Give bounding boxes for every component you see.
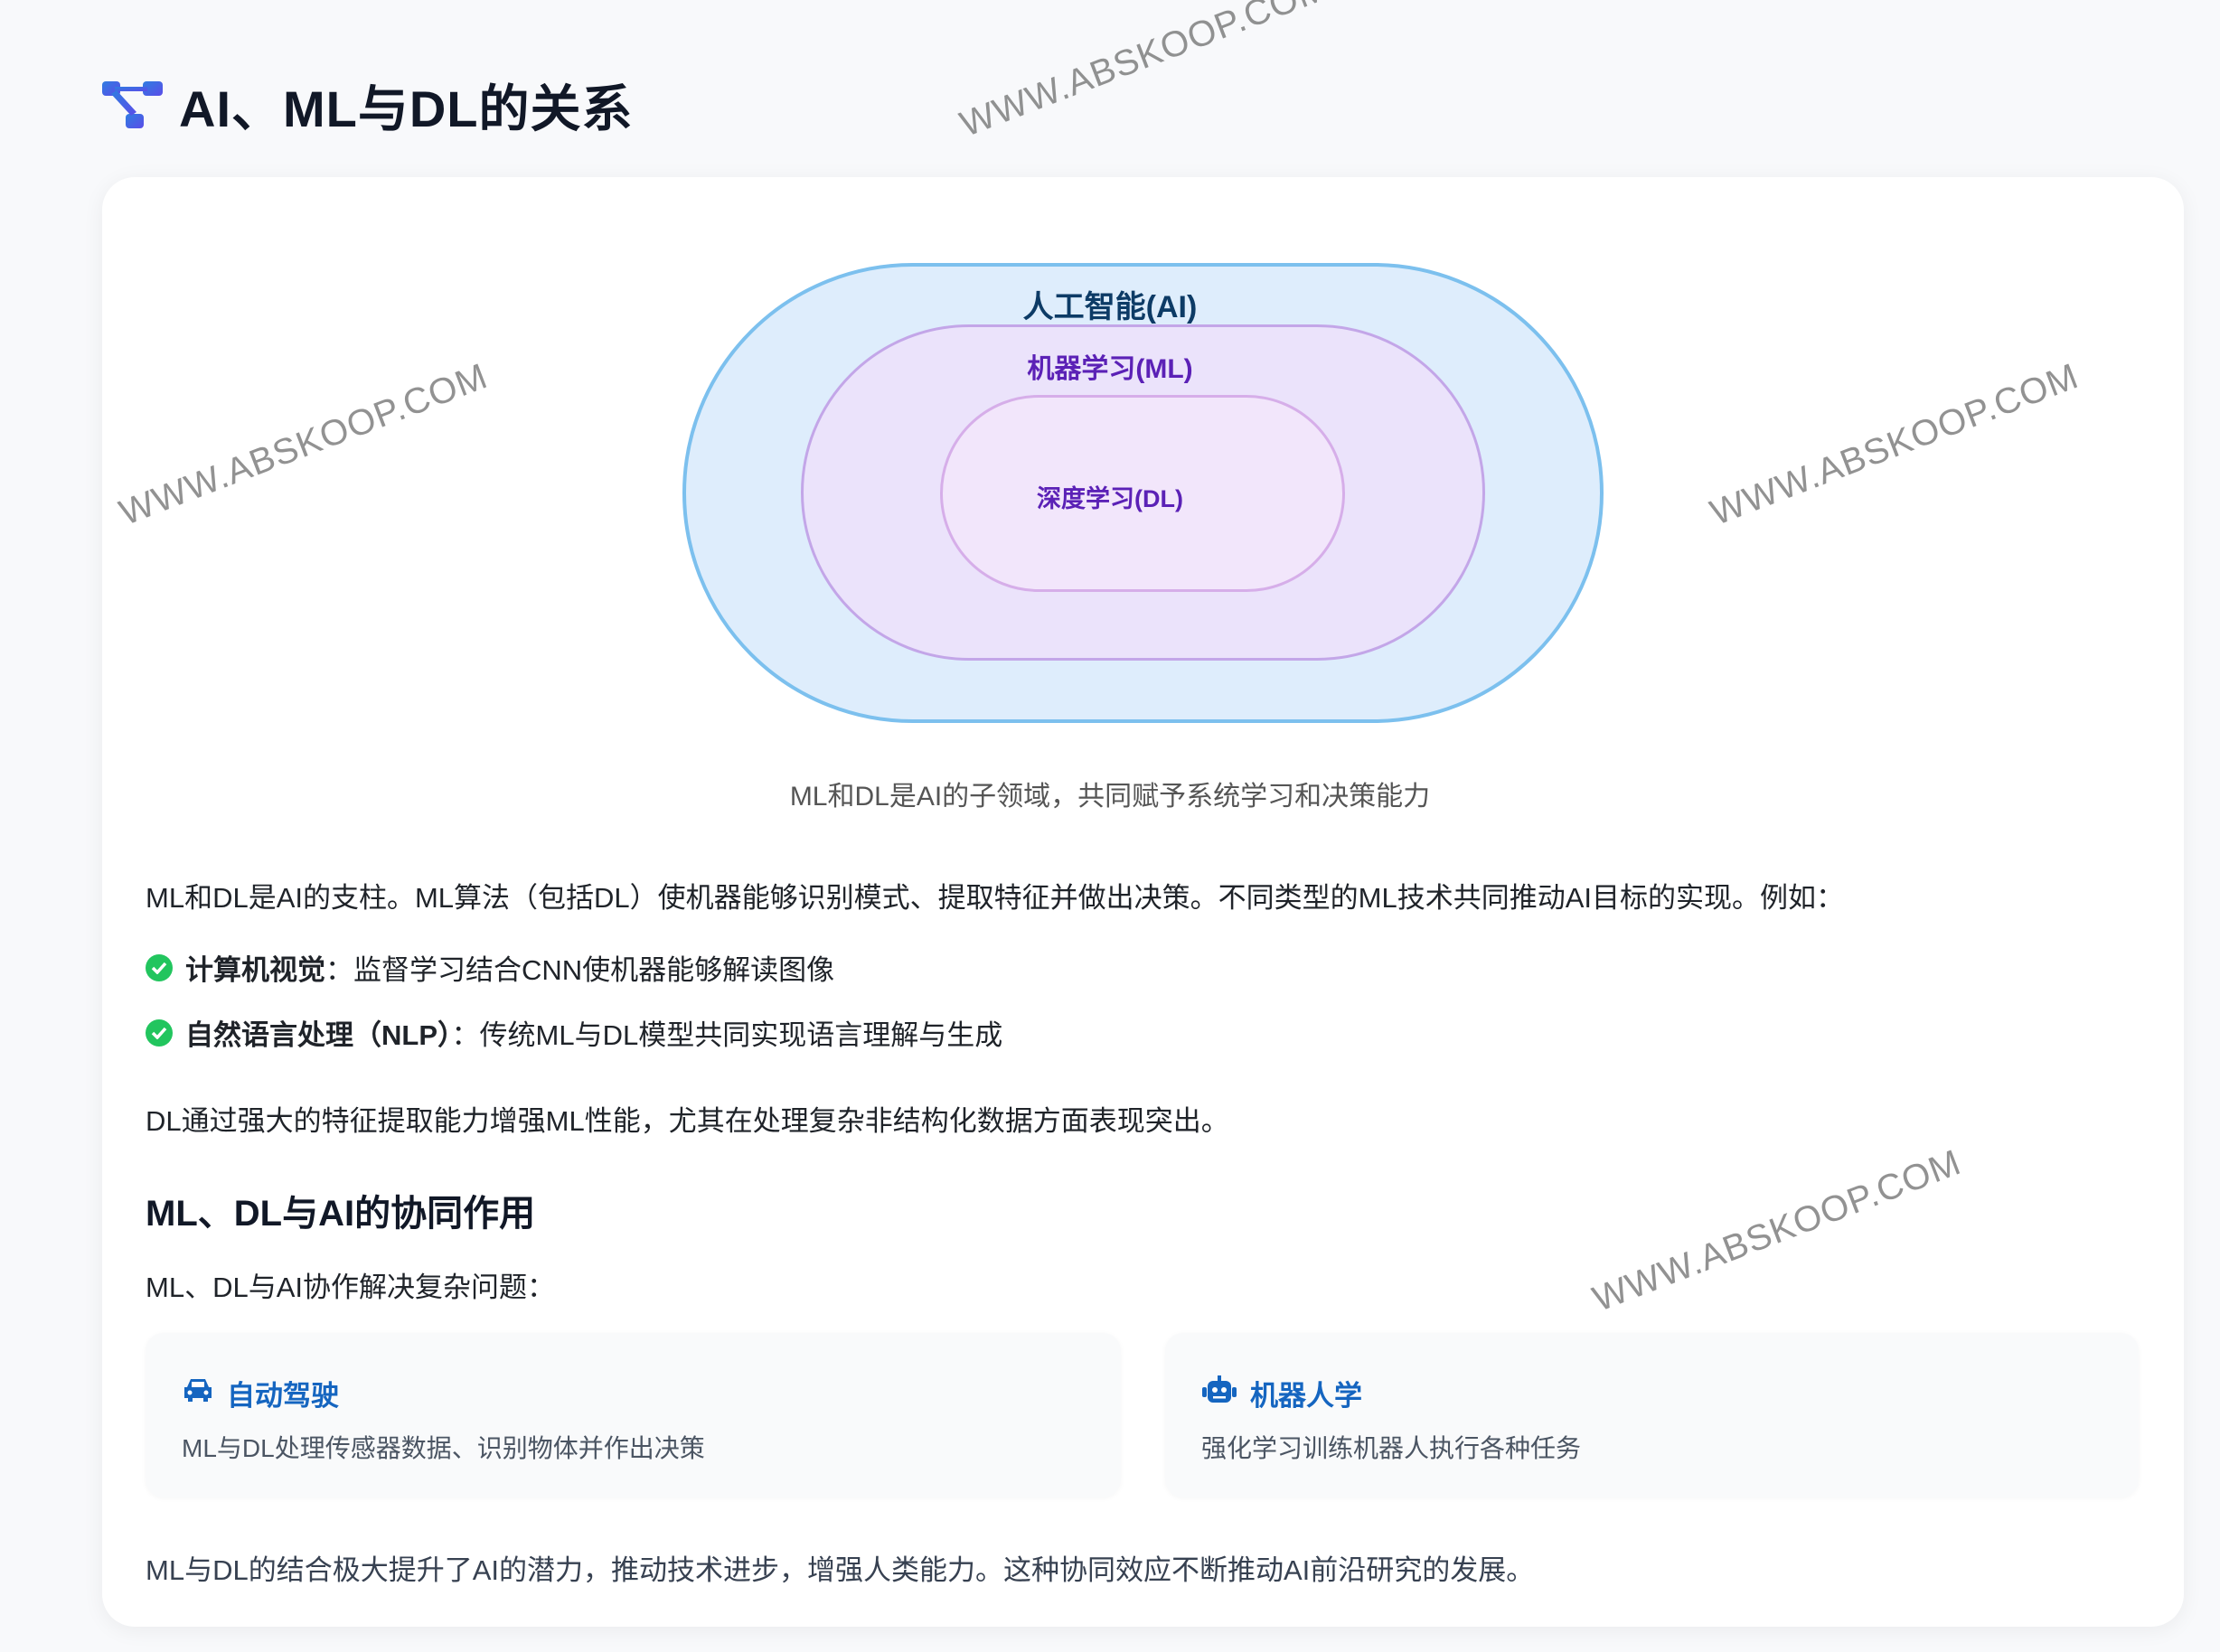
robot-icon	[1201, 1375, 1237, 1412]
bullet-term: 计算机视觉	[185, 954, 325, 986]
diagram-caption: ML和DL是AI的子领域，共同赋予系统学习和决策能力	[789, 782, 1431, 812]
bullet-term: 自然语言处理（NLP）	[185, 1019, 452, 1051]
page-title: AI、ML与DL的关系	[179, 80, 634, 137]
dl-label: 深度学习(DL)	[1037, 485, 1183, 512]
bullet-separator: ：	[325, 954, 353, 986]
bullet-item: 计算机视觉：监督学习结合CNN使机器能够解读图像	[146, 947, 834, 988]
section-heading: ML、DL与AI的协同作用	[146, 1194, 536, 1234]
car-icon	[182, 1376, 214, 1411]
paragraph: DL通过强大的特征提取能力增强ML性能，尤其在处理复杂非结构化数据方面表现突出。	[146, 1105, 1229, 1137]
bullet-item: 自然语言处理（NLP）：传统ML与DL模型共同实现语言理解与生成	[146, 1012, 1002, 1053]
page-header: AI、ML与DL的关系	[102, 70, 634, 139]
intro-paragraph: ML和DL是AI的支柱。ML算法（包括DL）使机器能够识别模式、提取特征并做出决…	[146, 882, 1845, 914]
bullet-desc: 监督学习结合CNN使机器能够解读图像	[353, 954, 835, 986]
card-title: 机器人学	[1250, 1380, 1362, 1412]
application-card: 机器人学 强化学习训练机器人执行各种任务	[1165, 1333, 2139, 1497]
conclusion-paragraph: ML与DL的结合极大提升了AI的潜力，推动技术进步，增强人类能力。这种协同效应不…	[146, 1554, 1535, 1586]
card-description: ML与DL处理传感器数据、识别物体并作出决策	[182, 1434, 705, 1462]
card-description: 强化学习训练机器人执行各种任务	[1201, 1434, 1582, 1462]
ai-label: 人工智能(AI)	[1022, 290, 1198, 324]
diagram-project-icon	[102, 78, 163, 133]
bullet-separator: ：	[451, 1019, 480, 1051]
bullet-desc: 传统ML与DL模型共同实现语言理解与生成	[479, 1019, 1003, 1051]
card-title: 自动驾驶	[227, 1380, 339, 1412]
check-circle-icon	[146, 1018, 173, 1047]
section-intro: ML、DL与AI协作解决复杂问题：	[146, 1272, 555, 1303]
dl-region	[940, 395, 1345, 592]
ml-label: 机器学习(ML)	[1027, 354, 1193, 384]
check-circle-icon	[146, 953, 173, 981]
application-card: 自动驾驶 ML与DL处理传感器数据、识别物体并作出决策	[146, 1333, 1121, 1497]
watermark: WWW.ABSKOOP.COM	[955, 0, 1334, 145]
